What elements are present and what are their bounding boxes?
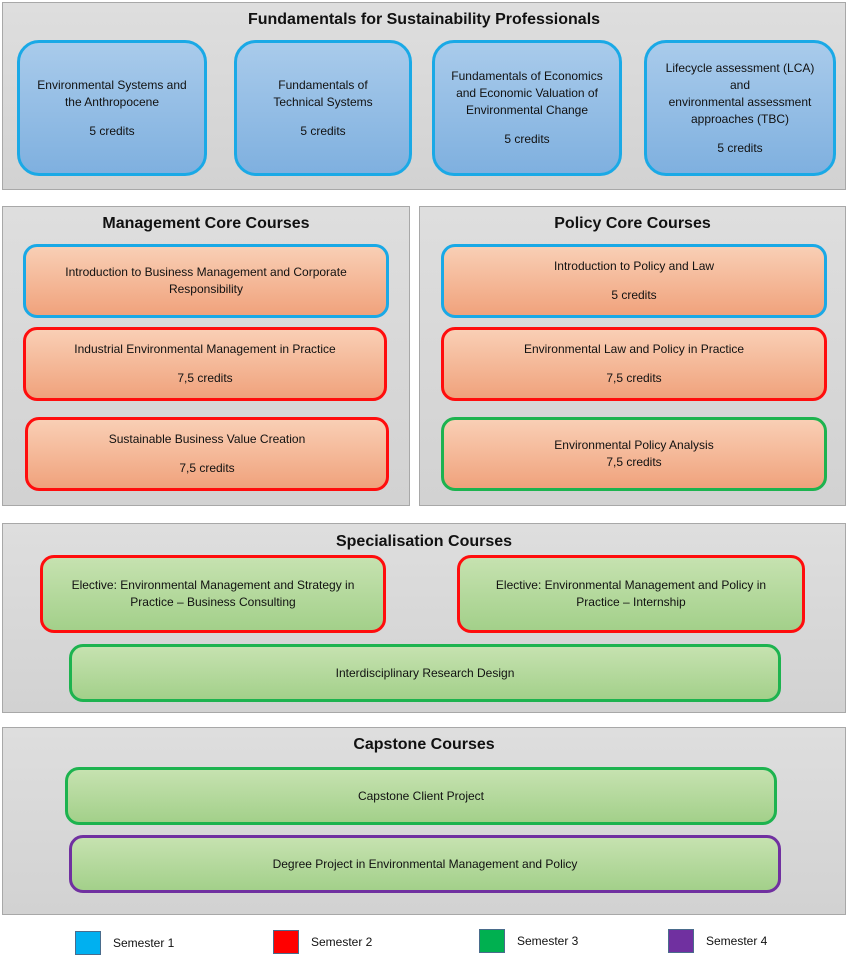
legend-semester-3: Semester 3 bbox=[479, 929, 578, 953]
course-technical-systems: Fundamentals of Technical Systems 5 cred… bbox=[234, 40, 412, 176]
course-environmental-policy-analysis: Environmental Policy Analysis 7,5 credit… bbox=[441, 417, 827, 491]
course-business-management: Introduction to Business Management and … bbox=[23, 244, 389, 318]
course-credits: 5 credits bbox=[89, 123, 135, 138]
course-interdisciplinary-research-design: Interdisciplinary Research Design bbox=[69, 644, 781, 702]
course-environmental-systems: Environmental Systems and the Anthropoce… bbox=[17, 40, 207, 176]
course-name: Elective: Environmental Management and P… bbox=[495, 578, 767, 609]
course-name: Lifecycle assessment (LCA) and environme… bbox=[665, 60, 815, 126]
course-name: Introduction to Policy and Law bbox=[553, 259, 715, 273]
course-industrial-environmental-management: Industrial Environmental Management in P… bbox=[23, 327, 387, 401]
legend-swatch-semester-4 bbox=[668, 929, 694, 953]
course-name: Fundamentals of Technical Systems bbox=[273, 77, 373, 109]
policy-panel: Policy Core Courses Introduction to Poli… bbox=[419, 206, 846, 506]
course-name: Environmental Law and Policy in Practice bbox=[523, 342, 745, 356]
course-name: Degree Project in Environmental Manageme… bbox=[272, 856, 578, 871]
course-credits: 7,5 credits bbox=[606, 371, 662, 385]
specialisation-title: Specialisation Courses bbox=[335, 533, 513, 550]
course-policy-and-law: Introduction to Policy and Law 5 credits bbox=[441, 244, 827, 318]
legend-semester-2: Semester 2 bbox=[273, 930, 372, 954]
policy-title: Policy Core Courses bbox=[554, 215, 711, 232]
course-lifecycle-assessment: Lifecycle assessment (LCA) and environme… bbox=[644, 40, 836, 176]
course-name: Industrial Environmental Management in P… bbox=[74, 342, 336, 356]
course-name: Interdisciplinary Research Design bbox=[335, 665, 515, 680]
course-credits: 5 credits bbox=[504, 132, 550, 146]
course-capstone-client-project: Capstone Client Project bbox=[65, 767, 777, 825]
course-name: Environmental Policy Analysis 7,5 credit… bbox=[554, 438, 714, 469]
management-title: Management Core Courses bbox=[102, 215, 310, 232]
course-elective-business-consulting: Elective: Environmental Management and S… bbox=[40, 555, 386, 633]
fundamentals-title: Fundamentals for Sustainability Professi… bbox=[247, 11, 601, 28]
course-credits: 7,5 credits bbox=[177, 371, 233, 385]
legend-swatch-semester-3 bbox=[479, 929, 505, 953]
capstone-title: Capstone Courses bbox=[353, 736, 495, 753]
course-name: Environmental Systems and the Anthropoce… bbox=[37, 77, 187, 109]
course-name: Sustainable Business Value Creation bbox=[108, 432, 306, 446]
course-degree-project: Degree Project in Environmental Manageme… bbox=[69, 835, 781, 893]
capstone-panel: Capstone Courses Capstone Client Project… bbox=[2, 727, 846, 915]
legend-label: Semester 2 bbox=[311, 935, 373, 949]
specialisation-panel: Specialisation Courses Elective: Environ… bbox=[2, 523, 846, 713]
legend-semester-4: Semester 4 bbox=[668, 929, 767, 953]
course-credits: 5 credits bbox=[717, 140, 763, 155]
course-credits: 5 credits bbox=[611, 288, 657, 302]
legend-label: Semester 1 bbox=[113, 936, 175, 950]
course-name: Elective: Environmental Management and S… bbox=[71, 578, 355, 609]
legend-label: Semester 3 bbox=[517, 934, 579, 948]
course-name: Fundamentals of Economics and Economic V… bbox=[451, 69, 603, 117]
legend-label: Semester 4 bbox=[706, 934, 768, 948]
course-name: Capstone Client Project bbox=[357, 788, 485, 803]
legend-swatch-semester-1 bbox=[75, 931, 101, 955]
course-elective-internship: Elective: Environmental Management and P… bbox=[457, 555, 805, 633]
legend-swatch-semester-2 bbox=[273, 930, 299, 954]
course-environmental-law-policy: Environmental Law and Policy in Practice… bbox=[441, 327, 827, 401]
fundamentals-panel: Fundamentals for Sustainability Professi… bbox=[2, 2, 846, 190]
legend-semester-1: Semester 1 bbox=[75, 931, 174, 955]
course-sustainable-business-value: Sustainable Business Value Creation 7,5 … bbox=[25, 417, 389, 491]
course-credits: 7,5 credits bbox=[179, 461, 235, 475]
management-panel: Management Core Courses Introduction to … bbox=[2, 206, 410, 506]
course-economics: Fundamentals of Economics and Economic V… bbox=[432, 40, 622, 176]
course-name: Introduction to Business Management and … bbox=[65, 265, 347, 296]
course-credits: 5 credits bbox=[300, 123, 346, 138]
